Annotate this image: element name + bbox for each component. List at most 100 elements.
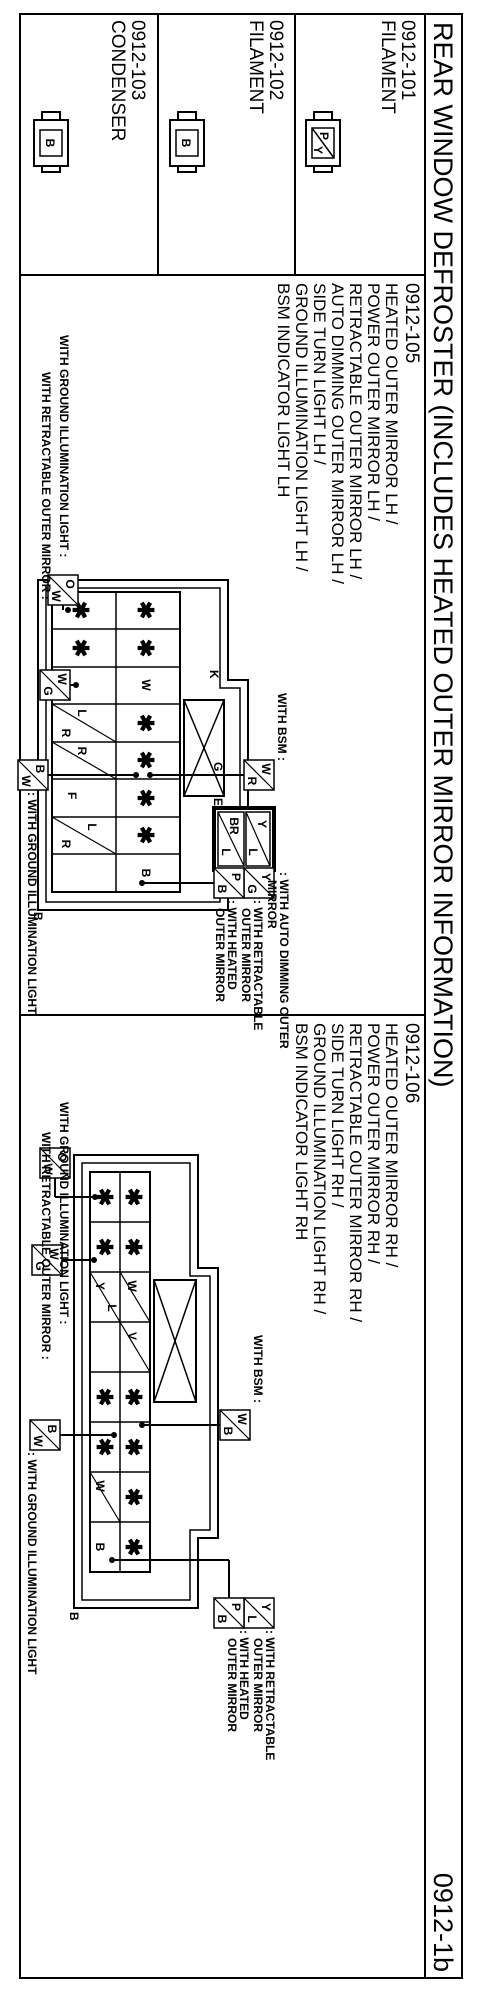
wire-split: [51, 816, 117, 855]
svg-text:W: W: [47, 1248, 61, 1260]
svg-text:W: W: [55, 673, 69, 685]
description-line: BSM INDICATOR LIGHT LH: [274, 283, 293, 497]
note-ground-illumination: : WITH GROUND ILLUMINATION LIGHT: [25, 792, 39, 1015]
wire-split: [119, 1321, 151, 1373]
note-retractable: WITH RETRACTABLE OUTER MIRROR :: [39, 372, 53, 600]
note-retractable: OUTER MIRROR: [251, 1638, 265, 1732]
note-retractable: OUTER MIRROR: [239, 908, 253, 1002]
wire-box-bw: B W: [29, 1419, 61, 1451]
pin-label: ✱: [68, 639, 93, 657]
connector-keyway: [183, 699, 225, 797]
connector-housing: [73, 1154, 219, 1609]
pin-label: L: [85, 823, 99, 830]
pin-label: ✱: [133, 639, 158, 657]
svg-text:W: W: [19, 775, 33, 787]
svg-text:B: B: [45, 1425, 59, 1434]
description-line: HEATED OUTER MIRROR LH /: [382, 283, 401, 525]
wire-split: [51, 703, 117, 743]
note-heated: OUTER MIRROR: [213, 908, 227, 1002]
pin-label: W: [139, 679, 153, 691]
wire-letter: E: [211, 798, 225, 806]
wire-box-yl: Y L: [243, 1597, 275, 1629]
pin-label: W: [93, 1480, 107, 1492]
pin-label: ✱: [133, 714, 158, 732]
pin-label: ✱: [121, 1188, 146, 1206]
pin-label: L: [105, 1304, 119, 1311]
wire-letter: G: [211, 762, 225, 771]
description-lines: HEATED OUTER MIRROR LH / POWER OUTER MIR…: [274, 283, 401, 584]
svg-text:W: W: [31, 1435, 45, 1447]
wire-junction: [109, 1557, 115, 1563]
pin-label: V: [125, 1332, 139, 1340]
svg-text:W: W: [235, 1413, 249, 1425]
wire-box-pb: P B: [213, 867, 245, 899]
note-ground-illumination: WITH GROUND ILLUMINATION LIGHT :: [57, 335, 71, 557]
description-line: POWER OUTER MIRROR LH /: [364, 283, 383, 521]
wire-junction: [139, 880, 145, 886]
svg-text:L: L: [245, 1615, 259, 1622]
wire-split: [119, 1271, 151, 1323]
pin-label: B: [43, 139, 57, 148]
wire-split: [311, 127, 335, 159]
wire-letter: K: [207, 670, 221, 679]
keyway-cross: [183, 699, 225, 797]
description-lines: HEATED OUTER MIRROR RH / POWER OUTER MIR…: [292, 1023, 401, 1322]
svg-text:O: O: [63, 579, 77, 588]
wire-letter: F: [65, 792, 79, 799]
connector-id: 0912-105: [401, 283, 422, 363]
wire-junction: [133, 772, 139, 778]
description-line: HEATED OUTER MIRROR RH /: [382, 1023, 401, 1268]
note-ground-illumination: WITH GROUND ILLUMINATION LIGHT :: [57, 1102, 71, 1324]
description-line: AUTO DIMMING OUTER MIRROR LH /: [328, 283, 347, 584]
svg-text:L: L: [246, 848, 260, 855]
pin-label: B: [179, 139, 193, 148]
description-line: RETRACTABLE OUTER MIRROR LH /: [346, 283, 365, 580]
wire-junction: [92, 1194, 98, 1200]
wire-junction: [111, 1432, 117, 1438]
pin-label: R: [75, 747, 89, 756]
svg-text:O: O: [55, 1152, 69, 1161]
note-bsm: WITH BSM :: [275, 693, 289, 761]
svg-text:L: L: [219, 848, 233, 855]
connector-cavity: [175, 129, 199, 157]
wire-junction: [139, 1422, 145, 1428]
svg-text:G: G: [41, 686, 55, 695]
connector-housing-inner: [45, 587, 241, 903]
note-heated: OUTER MIRROR: [225, 1638, 239, 1732]
wire-split: [51, 741, 117, 780]
pin-label: R: [59, 729, 73, 738]
svg-text:B: B: [33, 765, 47, 774]
pin-label: W: [125, 1280, 139, 1292]
connector-latch: [41, 111, 61, 121]
description-line: POWER OUTER MIRROR RH /: [364, 1023, 383, 1264]
pin-label: B: [93, 1543, 107, 1552]
svg-text:G: G: [245, 884, 259, 893]
connector-id: 0912-106: [401, 1023, 422, 1103]
svg-text:P: P: [229, 1603, 243, 1611]
svg-text:W: W: [49, 590, 63, 602]
wire-box-wr: W R: [243, 759, 275, 791]
connector-latch: [177, 111, 197, 121]
wire-box-bw: B W: [17, 759, 49, 791]
pin-label: ✱: [121, 1488, 146, 1506]
note-retractable: : WITH RETRACTABLE: [263, 1630, 277, 1760]
wire-junction: [73, 682, 79, 688]
connector-0912-106: 0912-106 HEATED OUTER MIRROR RH / POWER …: [25, 1023, 422, 1760]
pin-label: B: [139, 869, 153, 878]
svg-text:W: W: [41, 1163, 55, 1175]
connector-name: CONDENSER: [107, 20, 128, 141]
keyway-cross: [153, 1279, 197, 1403]
wire-box-wb: W B: [219, 1409, 251, 1441]
wire-junction: [91, 1257, 97, 1263]
connector-cavity: [39, 129, 63, 157]
connector-latch: [313, 165, 333, 173]
description-line: BSM INDICATOR LIGHT RH: [292, 1023, 311, 1240]
pin-label: ✱: [133, 789, 158, 807]
description-line: SIDE TURN LIGHT RH /: [328, 1023, 347, 1208]
svg-text:B: B: [215, 1615, 229, 1624]
pin-label: ✱: [92, 1238, 117, 1256]
svg-text:R: R: [245, 777, 259, 786]
connector-0912-101: 0912-101 FILAMENT P Y: [305, 20, 418, 173]
connector-name: FILAMENT: [377, 20, 398, 114]
connector-latch: [41, 165, 61, 173]
